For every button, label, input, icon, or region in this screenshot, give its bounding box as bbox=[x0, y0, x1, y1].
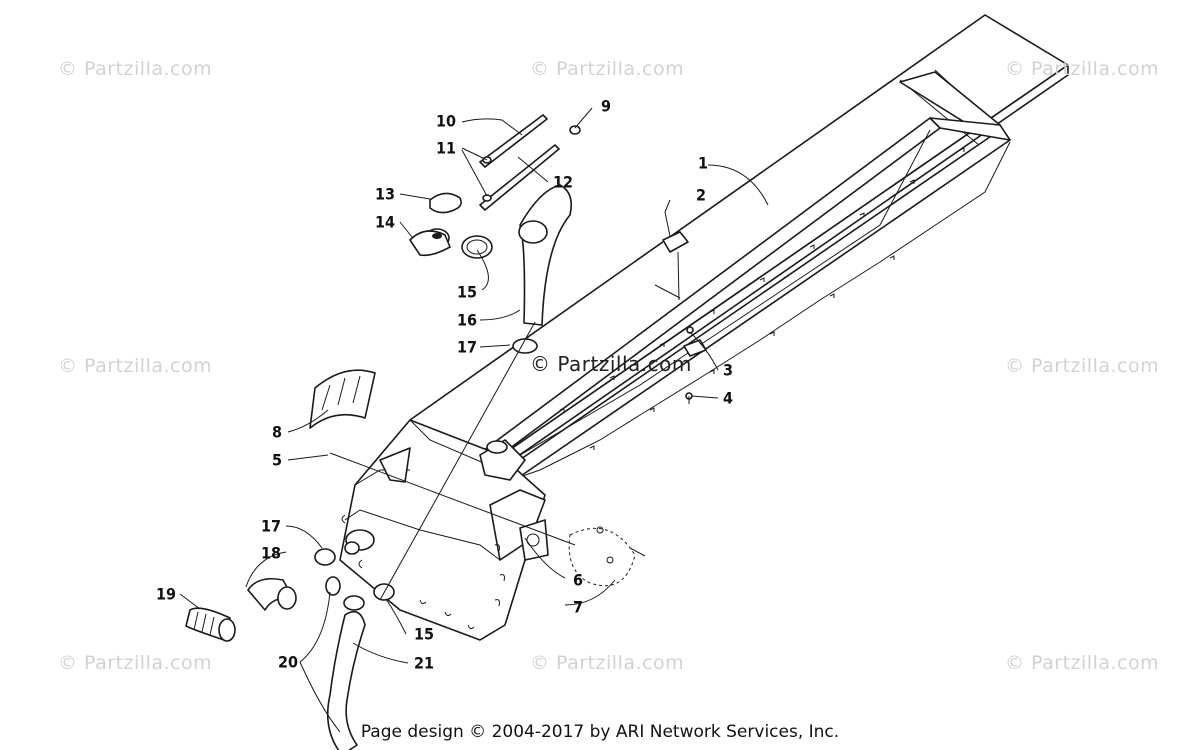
callout-17b: 17 bbox=[260, 516, 282, 536]
heat-shield bbox=[309, 369, 376, 429]
tunnel-rails bbox=[409, 14, 1069, 483]
watermark: © Partzilla.com bbox=[1005, 355, 1160, 377]
watermark: © Partzilla.com bbox=[58, 58, 213, 80]
mount-plate bbox=[568, 526, 646, 587]
elbow-and-coupling bbox=[185, 577, 297, 642]
watermark: © Partzilla.com bbox=[530, 652, 685, 674]
watermark: © Partzilla.com bbox=[58, 652, 213, 674]
callout-9: 9 bbox=[600, 96, 612, 116]
callout-4: 4 bbox=[722, 388, 734, 408]
callout-14: 14 bbox=[374, 212, 396, 232]
callout-19: 19 bbox=[155, 584, 177, 604]
callout-15b: 15 bbox=[413, 624, 435, 644]
watermark-center: © Partzilla.com bbox=[530, 352, 692, 376]
callout-7: 7 bbox=[572, 597, 584, 617]
leader-lines bbox=[179, 107, 769, 733]
callout-11: 11 bbox=[435, 138, 457, 158]
callout-18: 18 bbox=[260, 543, 282, 563]
filler-cap-assembly bbox=[409, 192, 462, 257]
callout-6: 6 bbox=[572, 570, 584, 590]
watermark: © Partzilla.com bbox=[58, 355, 213, 377]
watermark: © Partzilla.com bbox=[1005, 652, 1160, 674]
sensor-plate bbox=[662, 211, 707, 404]
callout-2: 2 bbox=[695, 185, 707, 205]
callout-20: 20 bbox=[277, 652, 299, 672]
small-fitting bbox=[325, 576, 341, 596]
callout-13: 13 bbox=[374, 184, 396, 204]
clamps bbox=[314, 235, 538, 601]
watermark: © Partzilla.com bbox=[1005, 58, 1160, 80]
callout-8: 8 bbox=[271, 422, 283, 442]
lower-hose bbox=[326, 595, 366, 750]
callout-3: 3 bbox=[722, 360, 734, 380]
callout-10: 10 bbox=[435, 111, 457, 131]
upper-hose bbox=[518, 184, 573, 326]
copyright-footer: Page design © 2004-2017 by ARI Network S… bbox=[360, 722, 840, 742]
callout-16: 16 bbox=[456, 310, 478, 330]
watermark: © Partzilla.com bbox=[530, 58, 685, 80]
callout-15: 15 bbox=[456, 282, 478, 302]
callout-17: 17 bbox=[456, 337, 478, 357]
callout-12: 12 bbox=[552, 172, 574, 192]
callout-1: 1 bbox=[697, 153, 709, 173]
guide-lines bbox=[329, 251, 681, 601]
callout-5: 5 bbox=[271, 450, 283, 470]
rods bbox=[479, 114, 581, 211]
heat-exchanger-body bbox=[339, 419, 549, 641]
callout-21: 21 bbox=[413, 653, 435, 673]
